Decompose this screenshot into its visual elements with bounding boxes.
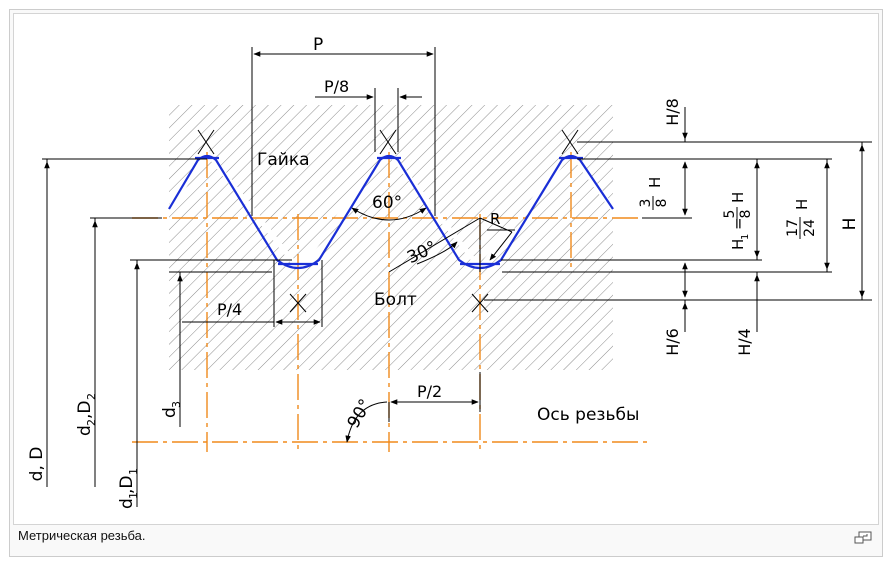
svg-text:=: =: [729, 217, 747, 230]
label-h6: H/6: [663, 328, 682, 356]
svg-text:3: 3: [638, 199, 654, 208]
label-d-D: d, D: [27, 447, 47, 482]
label-thread-axis: Ось резьбы: [537, 405, 639, 425]
label-nut: Гайка: [257, 150, 310, 170]
label-bolt: Болт: [374, 290, 417, 310]
thread-diagram: P P/8 Гайка 60° R 30° Болт P/4 P/2 Ось р…: [13, 13, 879, 525]
svg-text:1: 1: [127, 468, 140, 475]
label-d2-D2: d 2 ,D 2: [75, 393, 98, 436]
dimension-arrows: [44, 51, 865, 507]
svg-text:1: 1: [127, 492, 140, 499]
svg-text:H: H: [729, 239, 747, 250]
label-d1-D1: d 1 ,D 1: [117, 468, 140, 509]
svg-text:d: d: [117, 498, 137, 509]
label-p4: P/4: [217, 300, 242, 319]
magnify-icon[interactable]: [854, 530, 872, 544]
label-angle-60: 60°: [372, 193, 402, 213]
svg-text:H: H: [729, 192, 747, 203]
svg-text:d: d: [160, 407, 180, 418]
label-h4: H/4: [735, 328, 754, 356]
figure-frame: P P/8 Гайка 60° R 30° Болт P/4 P/2 Ось р…: [9, 9, 883, 557]
label-frac-17-24-h: 17 24 H: [785, 199, 818, 239]
hatch-area: [169, 105, 613, 370]
svg-text:2: 2: [85, 393, 98, 400]
svg-text:H: H: [793, 199, 811, 210]
thread-drawing: P P/8 Гайка 60° R 30° Болт P/4 P/2 Ось р…: [27, 35, 872, 509]
svg-text:1: 1: [740, 234, 751, 240]
svg-text:d: d: [75, 425, 95, 436]
svg-text:2: 2: [85, 419, 98, 426]
svg-text:8: 8: [654, 199, 670, 208]
svg-text:17: 17: [785, 219, 801, 237]
label-h1-frac-5-8-h: H 1 = 5 8 H: [722, 192, 754, 250]
label-pitch: P: [313, 35, 323, 55]
label-h: H: [840, 218, 860, 231]
svg-text:5: 5: [722, 210, 738, 219]
svg-text:8: 8: [738, 210, 754, 219]
svg-text:,D: ,D: [117, 476, 137, 495]
label-frac-3-8-h: 3 8 H: [638, 177, 670, 210]
label-d3: d 3: [160, 401, 183, 418]
labels: P P/8 Гайка 60° R 30° Болт P/4 P/2 Ось р…: [27, 35, 860, 509]
figure-caption: Метрическая резьба.: [18, 528, 146, 543]
label-p8: P/8: [324, 77, 349, 96]
label-radius: R: [490, 210, 500, 228]
label-h8: H/8: [663, 98, 682, 126]
svg-text:H: H: [646, 177, 664, 188]
svg-text:24: 24: [802, 219, 818, 237]
svg-text:,D: ,D: [75, 401, 95, 420]
label-p2: P/2: [417, 382, 442, 401]
svg-text:3: 3: [170, 401, 183, 408]
label-angle-90: 90°: [344, 396, 376, 432]
